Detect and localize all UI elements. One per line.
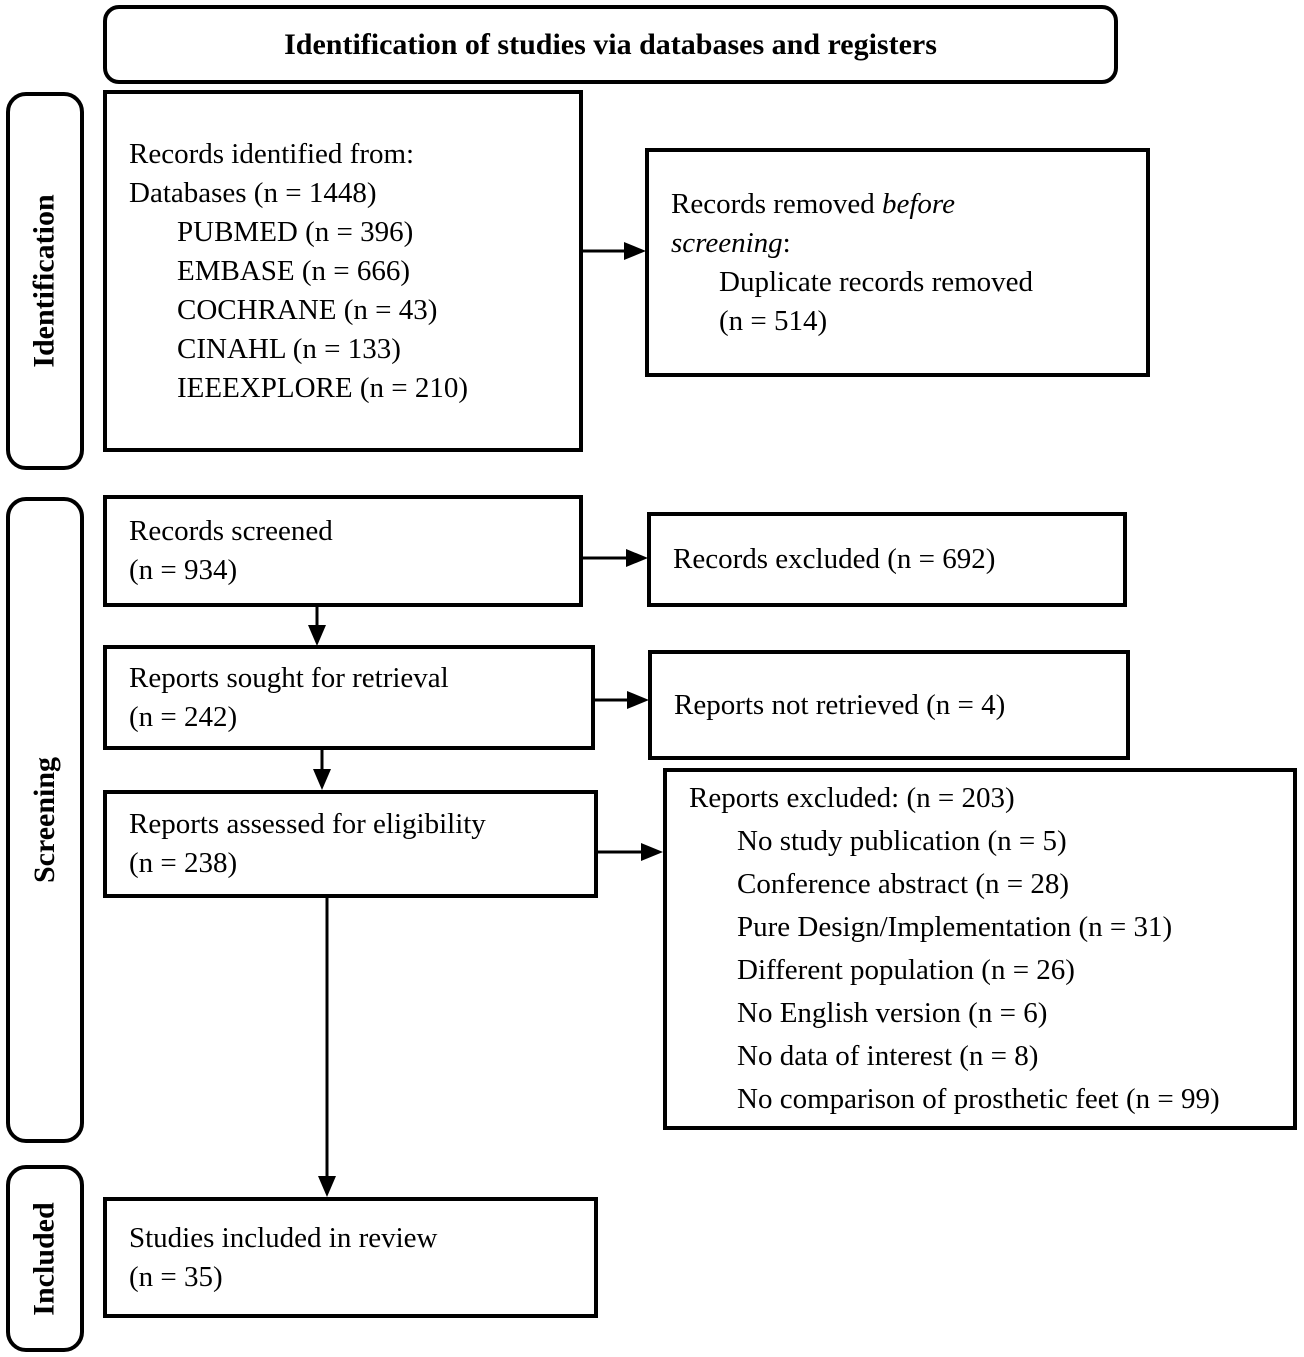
reason-no-study-publication: No study publication (n = 5): [737, 825, 1067, 857]
reason-conference-abstract: Conference abstract (n = 28): [737, 868, 1069, 900]
reports-excluded-title: Reports excluded: (n = 203): [689, 782, 1015, 814]
reason-no-comparison-prosthetic-feet: No comparison of prosthetic feet (n = 99…: [737, 1083, 1220, 1115]
arrow-screened-to-excluded: [583, 549, 648, 567]
records-identified-intro: Records identified from:: [129, 137, 415, 170]
records-excluded-text: Records excluded (n = 692): [673, 543, 996, 575]
reason-different-population: Different population (n = 26): [737, 954, 1075, 986]
stage-screening-label: Screening: [28, 756, 62, 884]
box-studies-included: Studies included in review (n = 35): [103, 1197, 598, 1318]
arrow-identified-to-removed: [583, 242, 646, 260]
diagram-title: Identification of studies via databases …: [103, 5, 1118, 84]
source-pubmed: PUBMED (n = 396): [177, 215, 414, 248]
reports-sought-line2: (n = 242): [129, 700, 238, 733]
records-removed-emphasis: before screening: [671, 187, 956, 259]
source-ieeexplore: IEEEXPLORE (n = 210): [177, 371, 469, 404]
box-reports-sought: Reports sought for retrieval (n = 242): [103, 645, 595, 750]
stage-screening: Screening: [6, 497, 84, 1143]
records-removed-count: (n = 514): [719, 304, 828, 337]
reports-not-retrieved-text: Reports not retrieved (n = 4): [674, 688, 1006, 721]
stage-identification: Identification: [6, 92, 84, 470]
box-reports-excluded: Reports excluded: (n = 203) No study pub…: [663, 768, 1297, 1130]
records-removed-reason: Duplicate records removed: [719, 265, 1034, 298]
box-records-identified: Records identified from: Databases (n = …: [103, 90, 583, 452]
reason-no-data-of-interest: No data of interest (n = 8): [737, 1040, 1039, 1072]
arrow-sought-to-not-retrieved: [595, 691, 649, 709]
box-reports-assessed: Reports assessed for eligibility (n = 23…: [103, 790, 598, 898]
reports-assessed-line2: (n = 238): [129, 847, 238, 879]
box-reports-not-retrieved: Reports not retrieved (n = 4): [648, 650, 1130, 760]
source-embase: EMBASE (n = 666): [177, 254, 411, 287]
reports-sought-line1: Reports sought for retrieval: [129, 661, 449, 694]
source-cinahl: CINAHL (n = 133): [177, 332, 401, 365]
records-identified-subtitle: Databases (n = 1448): [129, 176, 377, 209]
stage-included: Included: [6, 1165, 84, 1352]
records-removed-colon: :: [782, 226, 791, 259]
reason-no-english-version: No English version (n = 6): [737, 997, 1048, 1029]
source-cochrane: COCHRANE (n = 43): [177, 293, 438, 326]
arrow-sought-to-assessed: [313, 750, 331, 790]
studies-included-line2: (n = 35): [129, 1260, 223, 1293]
box-records-removed: Records removed before screening: Duplic…: [645, 148, 1150, 377]
records-identified-sources: PUBMED (n = 396) EMBASE (n = 666) COCHRA…: [129, 213, 567, 408]
diagram-title-text: Identification of studies via databases …: [284, 27, 937, 61]
reason-pure-design-implementation: Pure Design/Implementation (n = 31): [737, 911, 1173, 943]
studies-included-line1: Studies included in review: [129, 1221, 438, 1254]
arrow-screened-to-sought: [308, 607, 326, 646]
reports-excluded-reasons: No study publication (n = 5) Conference …: [689, 820, 1281, 1121]
reports-assessed-line1: Reports assessed for eligibility: [129, 808, 486, 840]
box-records-screened: Records screened (n = 934): [103, 495, 583, 607]
stage-included-label: Included: [28, 1201, 62, 1316]
arrow-assessed-to-reports-excluded: [598, 843, 663, 861]
arrow-assessed-to-included: [318, 898, 336, 1197]
box-records-excluded: Records excluded (n = 692): [647, 512, 1127, 607]
records-screened-line1: Records screened: [129, 515, 333, 547]
stage-identification-label: Identification: [28, 194, 61, 368]
records-screened-line2: (n = 934): [129, 554, 238, 586]
records-removed-lead: Records removed: [671, 187, 882, 220]
records-removed-heading: Records removed before screening:: [671, 185, 1076, 263]
